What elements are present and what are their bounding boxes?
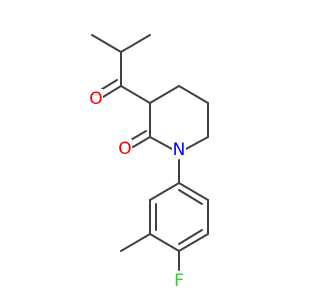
bond-aryl-c6-to-c1 [178,182,209,201]
bond-aryl-c1-to-c2 [149,182,180,201]
atom-label-layer: O O N F [89,89,186,291]
ketone-oxygen-label-bg [89,89,103,107]
fluorine-label-bg [173,271,185,289]
bond-aryl-c3-to-methyl [120,233,151,252]
bond-methyl-left-to-isopropyl-ch [91,34,122,53]
lactam-oxygen-label-bg [118,139,132,157]
bond-lactam-double-1 [132,136,151,148]
bond-ring-n-to-c2 [149,136,173,150]
nitrogen-label: N [173,140,186,160]
bond-aryl-inner-c4-c5 [178,229,203,245]
bond-carbonyl-c-to-ring-c3 [120,85,151,104]
bond-methyl-right-to-isopropyl-ch [120,34,151,53]
bond-ring-c6-to-n [185,136,209,150]
bond-aryl-c3-to-c4 [149,233,180,252]
ketone-oxygen-label: O [89,89,102,109]
nitrogen-label-bg [172,140,186,158]
fluorine-label: F [174,271,184,291]
bond-ring-c3-to-c4 [149,85,180,104]
bond-layer [91,34,209,271]
molecule-structure: O O N F [89,34,209,291]
bond-ketone-double-1 [102,85,122,98]
lactam-oxygen-label: O [118,139,131,159]
bond-ring-c4-to-c5 [178,85,209,104]
bond-aryl-inner-c6-c1 [178,189,203,205]
bond-aryl-c4-to-c5 [178,233,209,252]
